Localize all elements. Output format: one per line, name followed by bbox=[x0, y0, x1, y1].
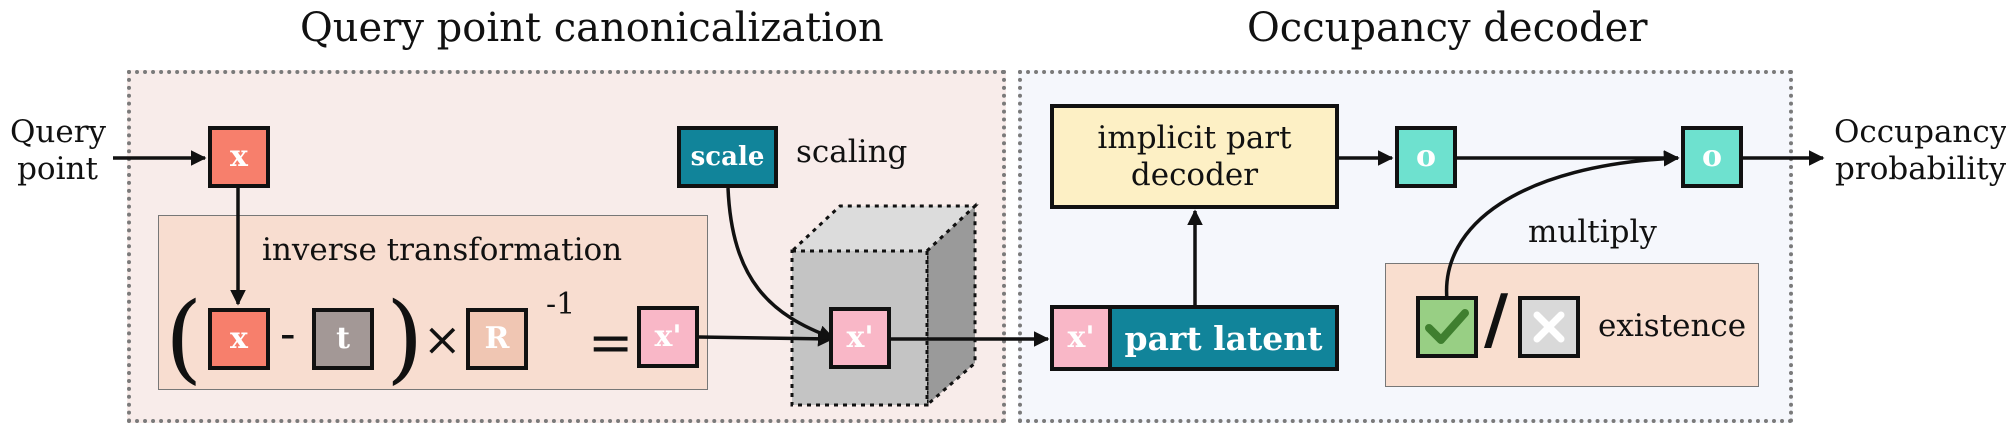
x-prime-latent-box: x' bbox=[1050, 305, 1112, 371]
query-point-label-line1: Query bbox=[10, 114, 107, 150]
x-prime-cube-symbol: x' bbox=[846, 320, 874, 355]
x-input-box: x bbox=[208, 126, 270, 188]
x-input-symbol: x bbox=[230, 139, 248, 174]
occupancy-box-1: o bbox=[1395, 126, 1457, 188]
scale-symbol: scale bbox=[690, 142, 765, 172]
output-label-line2: probability bbox=[1835, 150, 2006, 187]
left-section-title: Query point canonicalization bbox=[300, 5, 884, 51]
existence-label: existence bbox=[1598, 308, 1747, 344]
inverse-transformation-label: inverse transformation bbox=[262, 232, 623, 268]
x-prime-latent-symbol: x' bbox=[1067, 320, 1095, 355]
scaling-label: scaling bbox=[796, 134, 908, 170]
t-symbol: t bbox=[336, 321, 350, 356]
minus-sign: - bbox=[280, 306, 296, 360]
cross-box bbox=[1518, 296, 1580, 358]
query-point-label-line2: point bbox=[17, 150, 98, 187]
part-latent-text: part latent bbox=[1124, 318, 1323, 358]
decoder-label-line1: implicit part bbox=[1097, 119, 1292, 156]
r-symbol: R bbox=[484, 321, 510, 356]
x-equation-box: x bbox=[208, 308, 270, 370]
occupancy-symbol-1: o bbox=[1415, 139, 1436, 174]
close-paren: ) bbox=[386, 282, 424, 394]
output-label-line1: Occupancy bbox=[1834, 114, 2006, 150]
part-latent-box: part latent bbox=[1108, 305, 1339, 371]
open-paren: ( bbox=[165, 282, 203, 394]
r-box: R bbox=[466, 308, 528, 370]
equals-sign: = bbox=[588, 311, 634, 374]
slash-separator: / bbox=[1484, 280, 1509, 358]
implicit-part-decoder-box: implicit part decoder bbox=[1050, 104, 1339, 209]
query-point-label: Query point bbox=[10, 114, 107, 187]
x-prime-result-box: x' bbox=[637, 306, 699, 368]
check-box bbox=[1416, 296, 1478, 358]
x-prime-result-symbol: x' bbox=[654, 319, 682, 354]
right-section-title: Occupancy decoder bbox=[1247, 5, 1648, 51]
cross-icon bbox=[1533, 311, 1565, 343]
occupancy-symbol-2: o bbox=[1701, 139, 1722, 174]
x-prime-cube-box: x' bbox=[829, 307, 891, 369]
decoder-label-line2: decoder bbox=[1130, 156, 1259, 193]
times-sign: × bbox=[423, 312, 462, 366]
x-equation-symbol: x bbox=[230, 321, 248, 356]
check-icon bbox=[1425, 309, 1469, 344]
inverse-exponent: -1 bbox=[546, 287, 576, 322]
scale-box: scale bbox=[677, 126, 778, 188]
t-box: t bbox=[312, 308, 374, 370]
occupancy-box-2: o bbox=[1681, 126, 1743, 188]
occupancy-probability-label: Occupancy probability bbox=[1834, 114, 2006, 187]
multiply-label: multiply bbox=[1528, 214, 1657, 250]
